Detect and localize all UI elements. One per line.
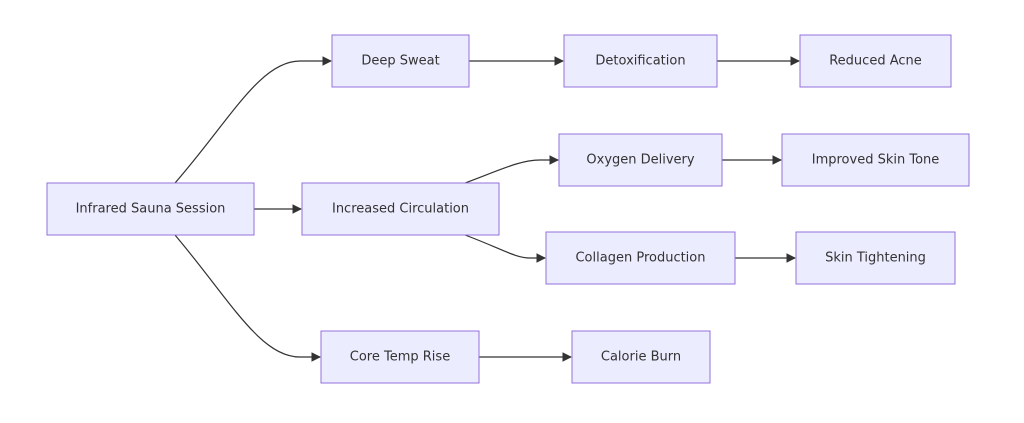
edge-infrared-to-sweat: [174, 56, 332, 184]
node-increased-circulation: Increased Circulation: [301, 182, 500, 236]
edge-circulation-to-collagen: [464, 234, 546, 263]
node-calorie-burn: Calorie Burn: [571, 330, 711, 384]
node-core-temp-rise: Core Temp Rise: [320, 330, 480, 384]
node-label: Reduced Acne: [829, 54, 922, 69]
node-detoxification: Detoxification: [563, 34, 718, 88]
node-label: Detoxification: [595, 54, 685, 69]
node-label: Deep Sweat: [361, 54, 439, 69]
node-deep-sweat: Deep Sweat: [331, 34, 470, 88]
edge-circulation-to-oxygen: [464, 155, 559, 184]
node-label: Improved Skin Tone: [812, 153, 940, 168]
node-infrared-sauna-session: Infrared Sauna Session: [46, 182, 255, 236]
edge-infrared-to-core-temp: [174, 234, 321, 362]
node-label: Collagen Production: [575, 251, 705, 266]
node-label: Oxygen Delivery: [586, 153, 695, 168]
node-oxygen-delivery: Oxygen Delivery: [558, 133, 723, 187]
node-label: Skin Tightening: [825, 251, 926, 266]
node-label: Increased Circulation: [332, 202, 469, 217]
node-reduced-acne: Reduced Acne: [799, 34, 952, 88]
node-label: Core Temp Rise: [350, 350, 450, 365]
node-improved-skin-tone: Improved Skin Tone: [781, 133, 970, 187]
node-skin-tightening: Skin Tightening: [795, 231, 956, 285]
node-collagen-production: Collagen Production: [545, 231, 736, 285]
edges: [174, 56, 800, 362]
node-label: Infrared Sauna Session: [76, 202, 226, 217]
node-label: Calorie Burn: [601, 350, 681, 365]
